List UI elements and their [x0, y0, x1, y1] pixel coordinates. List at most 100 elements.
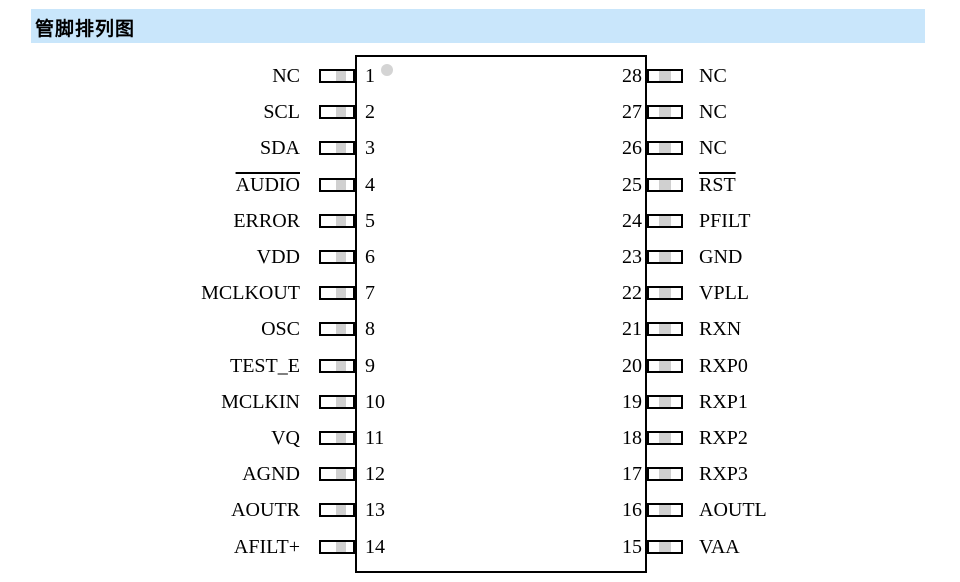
pin-lead-fill	[659, 71, 671, 81]
left-pin-4-lead	[319, 177, 355, 192]
right-pin-20-name: RXP0	[699, 354, 748, 377]
pin-lead-fill	[336, 143, 346, 154]
left-pin-6-name: VDD	[256, 246, 300, 268]
left-pin-3-number: 3	[365, 137, 375, 160]
left-pin-13-name: AOUTR	[231, 499, 300, 522]
left-pin-10-number: 10	[365, 390, 385, 413]
right-pin-27-number: 27	[622, 101, 642, 124]
right-pin-21-name: RXN	[699, 318, 742, 341]
pin-lead-fill	[659, 215, 671, 226]
left-pin-7-lead	[319, 286, 355, 301]
pin-lead-fill	[336, 505, 346, 516]
left-pin-14-number: 14	[365, 535, 385, 558]
right-pin-26-name: NC	[699, 137, 727, 160]
left-pin-2-name: SCL	[263, 101, 300, 124]
pin-lead-fill	[336, 433, 346, 443]
left-pin-12-number: 12	[365, 463, 385, 486]
left-pin-1-number: 1	[365, 65, 375, 87]
chip-body	[355, 55, 647, 573]
right-pin-19-name: RXP1	[699, 390, 748, 413]
pin-lead-fill	[336, 179, 346, 190]
title-bar: 管脚排列图	[31, 9, 925, 43]
right-pin-27-lead	[647, 105, 683, 120]
right-pin-25-lead	[647, 177, 683, 192]
right-pin-26-number: 26	[622, 137, 642, 160]
right-pin-16-number: 16	[622, 499, 642, 522]
right-pin-27-name: NC	[699, 101, 727, 124]
right-pin-22-name: VPLL	[699, 282, 749, 305]
left-pin-7-name: MCLKOUT	[201, 282, 300, 305]
pin-lead-fill	[336, 360, 346, 371]
right-pin-15-number: 15	[622, 535, 642, 558]
left-pin-14-name: AFILT+	[233, 535, 300, 558]
left-pin-13-lead	[319, 503, 355, 518]
right-pin-18-name: RXP2	[699, 427, 748, 449]
right-pin-21-lead	[647, 322, 683, 337]
left-pin-6-number: 6	[365, 246, 375, 268]
right-pin-16-name: AOUTL	[699, 499, 767, 522]
right-pin-19-number: 19	[622, 390, 642, 413]
right-pin-18-number: 18	[622, 427, 642, 449]
left-pin-11-number: 11	[365, 427, 385, 449]
pin-lead-fill	[336, 71, 346, 81]
pin-lead-fill	[659, 396, 671, 407]
right-pin-25-number: 25	[622, 173, 642, 196]
right-pin-17-lead	[647, 467, 683, 482]
pin-lead-fill	[659, 324, 671, 335]
pin-lead-fill	[336, 324, 346, 335]
pin-lead-fill	[336, 396, 346, 407]
pin-lead-fill	[659, 288, 671, 299]
right-pin-15-lead	[647, 539, 683, 554]
left-pin-8-number: 8	[365, 318, 375, 341]
left-pin-9-name: TEST_E	[230, 354, 300, 377]
pin-lead-fill	[659, 433, 671, 443]
left-pin-12-lead	[319, 467, 355, 482]
right-pin-23-name: GND	[699, 246, 743, 268]
pin-lead-fill	[336, 215, 346, 226]
right-pin-19-lead	[647, 394, 683, 409]
left-pin-11-name: VQ	[271, 427, 300, 449]
left-pin-13-number: 13	[365, 499, 385, 522]
pin-lead-fill	[659, 360, 671, 371]
pin-lead-fill	[659, 143, 671, 154]
pin-lead-fill	[336, 252, 346, 262]
pin-lead-fill	[336, 469, 346, 480]
left-pin-10-name: MCLKIN	[221, 390, 300, 413]
right-pin-24-name: PFILT	[699, 209, 751, 232]
right-pin-16-lead	[647, 503, 683, 518]
left-pin-3-name: SDA	[259, 137, 300, 160]
right-pin-23-lead	[647, 250, 683, 264]
left-pin-2-number: 2	[365, 101, 375, 124]
left-pin-5-number: 5	[365, 209, 375, 232]
left-pin-3-lead	[319, 141, 355, 156]
right-pin-20-lead	[647, 358, 683, 373]
pin-lead-fill	[336, 288, 346, 299]
left-pin-8-lead	[319, 322, 355, 337]
left-pin-5-lead	[319, 213, 355, 228]
left-pin-7-number: 7	[365, 282, 375, 305]
right-pin-25-name: RST	[699, 173, 736, 196]
right-pin-20-number: 20	[622, 354, 642, 377]
pin-lead-fill	[659, 541, 671, 552]
pin1-indicator-dot	[381, 64, 393, 76]
right-pin-15-name: VAA	[699, 535, 740, 558]
pin-lead-fill	[659, 469, 671, 480]
pin-lead-fill	[659, 107, 671, 118]
left-pin-9-number: 9	[365, 354, 375, 377]
right-pin-18-lead	[647, 431, 683, 445]
right-pin-22-lead	[647, 286, 683, 301]
right-pin-23-number: 23	[622, 246, 642, 268]
left-pin-14-lead	[319, 539, 355, 554]
pin-lead-fill	[336, 541, 346, 552]
page-title: 管脚排列图	[35, 18, 136, 40]
left-pin-4-name: AUDIO	[235, 173, 300, 196]
left-pin-12-name: AGND	[242, 463, 300, 486]
right-pin-24-lead	[647, 213, 683, 228]
right-pin-28-lead	[647, 69, 683, 83]
left-pin-10-lead	[319, 394, 355, 409]
right-pin-17-name: RXP3	[699, 463, 748, 486]
pin-lead-fill	[659, 179, 671, 190]
right-pin-21-number: 21	[622, 318, 642, 341]
right-pin-22-number: 22	[622, 282, 642, 305]
left-pin-11-lead	[319, 431, 355, 445]
